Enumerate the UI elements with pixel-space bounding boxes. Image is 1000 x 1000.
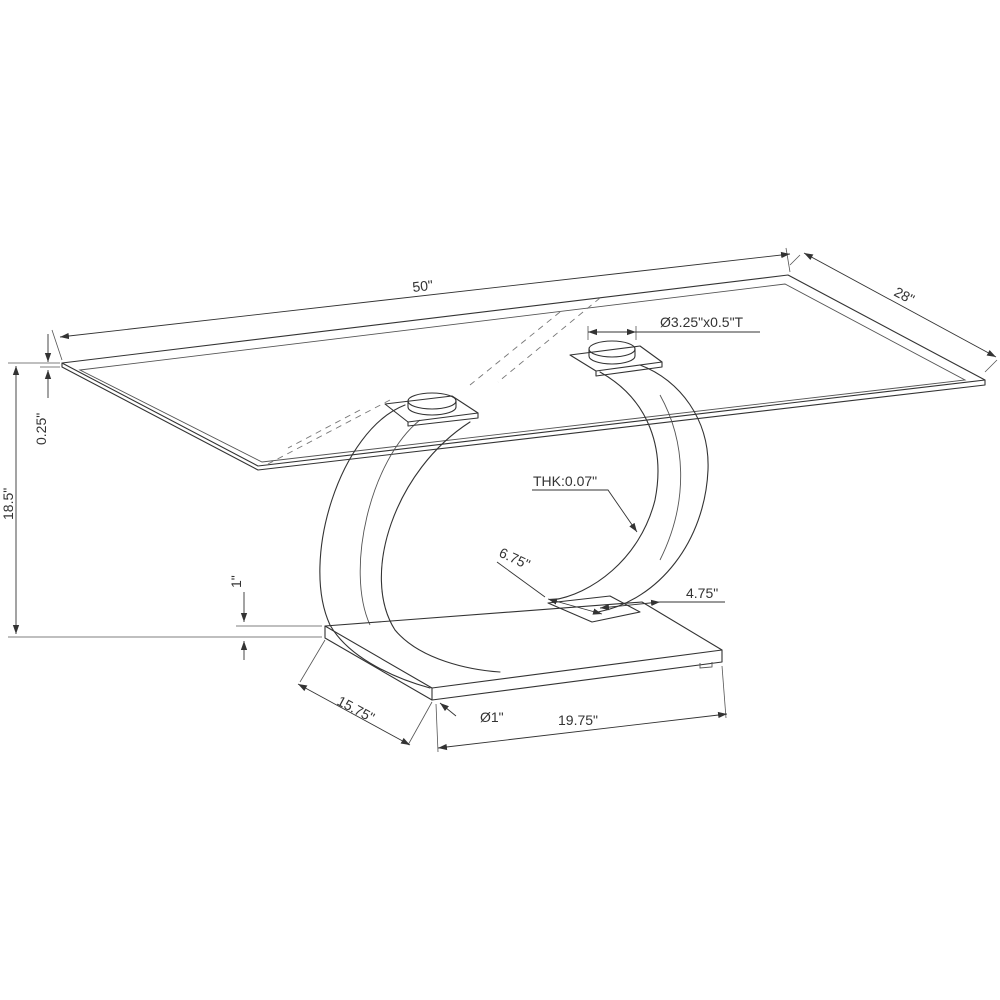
- base-height-label: 1": [228, 575, 244, 588]
- dimension-disc: Ø3.25"x0.5"T: [587, 314, 760, 340]
- glass-table-top: [61, 274, 986, 471]
- arm-thickness-label: THK:0.07": [533, 473, 597, 489]
- dimension-arm-thickness: THK:0.07": [532, 473, 638, 533]
- right-arm-foot: [547, 595, 641, 623]
- left-support-arm: [319, 404, 501, 689]
- dimension-top-length: 50": [51, 247, 791, 361]
- dimension-base-length: 19.75": [435, 665, 728, 753]
- hidden-lines: [267, 297, 601, 465]
- top-depth-label: 28": [892, 284, 918, 308]
- dimension-glass-thickness: 0.25": [33, 334, 60, 445]
- disc-size-label: Ø3.25"x0.5"T: [660, 314, 744, 330]
- foot-diameter-label: Ø1": [480, 709, 504, 725]
- left-disc-mount: [384, 392, 479, 427]
- base-plate: [324, 601, 723, 701]
- dimension-foot-diameter: Ø1": [439, 702, 504, 725]
- top-length-label: 50": [412, 277, 434, 295]
- right-disc-mount: [569, 340, 663, 377]
- arm-width-label: 4.75": [686, 585, 718, 601]
- dimension-overall-height: 18.5": [0, 362, 322, 638]
- dimension-arm-width: 4.75": [599, 585, 725, 611]
- base-depth-label: 15.75": [335, 693, 378, 726]
- dimension-top-depth: 28": [789, 252, 998, 373]
- glass-thickness-label: 0.25": [33, 413, 49, 445]
- dimension-base-depth: 15.75": [297, 639, 433, 746]
- overall-height-label: 18.5": [0, 488, 16, 520]
- arm-depth-label: 6.75": [497, 544, 533, 572]
- base-length-label: 19.75": [558, 712, 598, 728]
- right-support-arm: [551, 364, 709, 613]
- dimension-base-height: 1": [228, 575, 322, 660]
